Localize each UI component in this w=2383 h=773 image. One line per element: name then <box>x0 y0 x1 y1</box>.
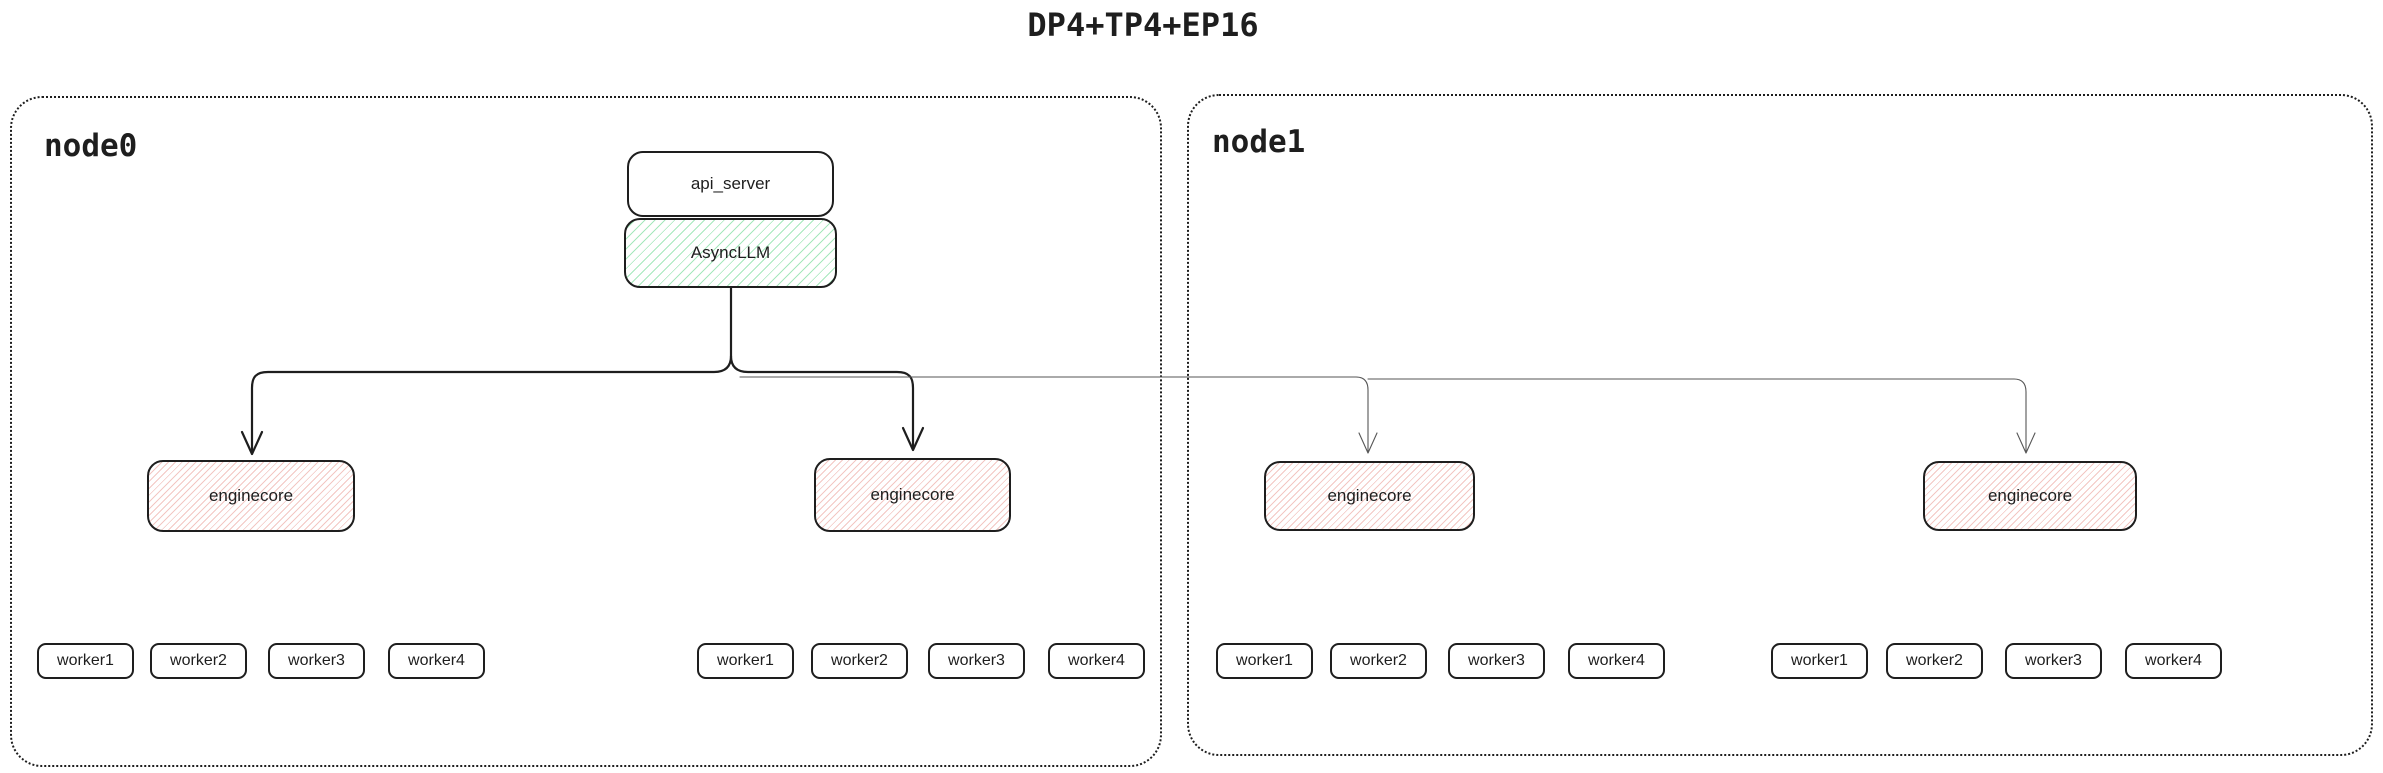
worker-label: worker1 <box>1791 652 1848 669</box>
worker-box: worker1 <box>697 643 794 679</box>
asyncllm-label: AsyncLLM <box>690 243 771 262</box>
worker-label: worker4 <box>1068 652 1125 669</box>
worker-label: worker2 <box>170 652 227 669</box>
enginecore-label: enginecore <box>208 486 294 505</box>
worker-label: worker2 <box>831 652 888 669</box>
enginecore-label: enginecore <box>1987 486 2073 505</box>
worker-box: worker3 <box>928 643 1025 679</box>
worker-label: worker4 <box>408 652 465 669</box>
worker-label: worker2 <box>1906 652 1963 669</box>
enginecore-box-2: enginecore <box>814 458 1011 532</box>
enginecore-box-1: enginecore <box>147 460 355 532</box>
worker-box: worker3 <box>1448 643 1545 679</box>
worker-box: worker4 <box>1568 643 1665 679</box>
worker-box: worker2 <box>811 643 908 679</box>
worker-label: worker3 <box>288 652 345 669</box>
worker-box: worker2 <box>1330 643 1427 679</box>
enginecore-label: enginecore <box>1327 486 1412 505</box>
enginecore-box-4: enginecore <box>1923 461 2137 531</box>
worker-label: worker4 <box>1588 652 1645 669</box>
worker-label: worker1 <box>717 652 774 669</box>
api-server-label: api_server <box>690 174 771 193</box>
node1-label: node1 <box>1212 124 1306 160</box>
worker-label: worker3 <box>948 652 1005 669</box>
worker-box: worker4 <box>2125 643 2222 679</box>
worker-box: worker4 <box>1048 643 1145 679</box>
enginecore-box-3: enginecore <box>1264 461 1475 531</box>
worker-box: worker2 <box>1886 643 1983 679</box>
worker-box: worker4 <box>388 643 485 679</box>
worker-label: worker4 <box>2145 652 2202 669</box>
api-server-box: api_server <box>627 151 834 217</box>
worker-label: worker1 <box>1236 652 1293 669</box>
worker-box: worker1 <box>1216 643 1313 679</box>
worker-box: worker1 <box>37 643 134 679</box>
worker-label: worker3 <box>2025 652 2082 669</box>
worker-box: worker2 <box>150 643 247 679</box>
node0-label: node0 <box>44 128 138 164</box>
asyncllm-box: AsyncLLM <box>624 218 837 288</box>
worker-box: worker3 <box>268 643 365 679</box>
worker-label: worker3 <box>1468 652 1525 669</box>
diagram-title: DP4+TP4+EP16 <box>1027 6 1259 44</box>
worker-label: worker2 <box>1350 652 1407 669</box>
enginecore-label: enginecore <box>870 485 955 504</box>
worker-box: worker3 <box>2005 643 2102 679</box>
worker-label: worker1 <box>57 652 114 669</box>
worker-box: worker1 <box>1771 643 1868 679</box>
